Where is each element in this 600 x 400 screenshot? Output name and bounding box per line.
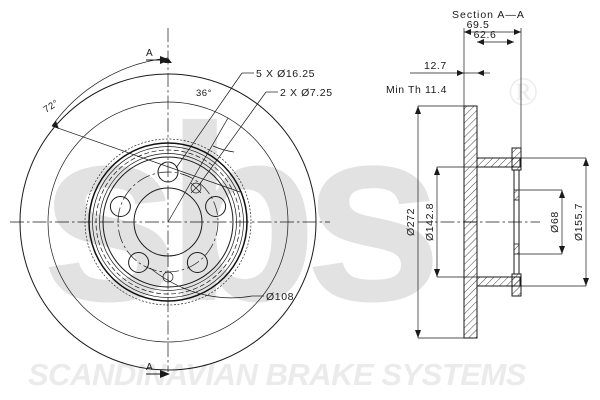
bolt-hole bbox=[109, 196, 131, 217]
callout-leader-bolt-circle bbox=[149, 267, 253, 299]
dim-label-bore-diameter: Ø68 bbox=[549, 211, 561, 233]
angle-arrow-72-end bbox=[52, 121, 59, 129]
section-flange-upper bbox=[511, 147, 522, 171]
hub-ring-hidden bbox=[95, 149, 241, 295]
dim-arrow-1557-b bbox=[583, 278, 589, 286]
dim-label-disc-thickness: 12.7 bbox=[424, 60, 447, 72]
registered-trademark-icon: ® bbox=[508, 69, 538, 114]
section-disc-lower bbox=[463, 221, 478, 339]
section-view-title: Section A—A bbox=[452, 9, 525, 21]
dim-arrow-272-b bbox=[415, 330, 421, 338]
bolt-hole bbox=[186, 252, 208, 273]
angle-label-36: 36° bbox=[196, 88, 212, 99]
dim-arrow-272-t bbox=[415, 106, 421, 114]
dim-arrow-1428-b bbox=[434, 269, 440, 277]
hub-ring-mid-1 bbox=[92, 146, 244, 298]
angle-leader-36a bbox=[167, 117, 229, 223]
watermark-layer: sbs ® SCANDINAVIAN BRAKE SYSTEMS bbox=[28, 69, 538, 392]
callout-label-bolt-holes: 5 X Ø16.25 bbox=[256, 68, 315, 80]
callout-leader-bolt-holes bbox=[175, 72, 243, 169]
section-hub-notch-lower bbox=[513, 243, 520, 255]
bolt-hole bbox=[205, 196, 227, 217]
dim-arrow-695-r bbox=[514, 29, 521, 35]
dim-label-min-thickness: Min Th 11.4 bbox=[386, 84, 447, 96]
callout-label-small-holes: 2 X Ø7.25 bbox=[280, 87, 333, 99]
dim-label-hub-diameter: Ø155.7 bbox=[573, 203, 585, 241]
hub-ring-mid-2 bbox=[99, 153, 237, 291]
callout-label-bolt-circle: Ø108 bbox=[266, 291, 294, 303]
small-hole bbox=[190, 182, 202, 194]
dim-label-inner-diameter: Ø142.8 bbox=[424, 203, 436, 241]
dim-arrow-68-t bbox=[559, 190, 565, 198]
center-bore-circle bbox=[133, 187, 203, 257]
dim-label-overall-width: 69.5 bbox=[467, 19, 490, 31]
front-view-group: 72° 36° 5 X Ø16.25 2 X Ø7.25 Ø108 A bbox=[10, 28, 333, 378]
angle-arc-72 bbox=[51, 57, 169, 127]
disc-outer-circle bbox=[19, 73, 317, 371]
hub-ring-hatched-outer bbox=[84, 138, 252, 306]
bolt-hole bbox=[157, 161, 179, 183]
angle-arc-36 bbox=[212, 145, 235, 153]
callout-leader-small-holes bbox=[198, 91, 267, 186]
dim-arrow-1557-t bbox=[583, 158, 589, 166]
bolt-hole bbox=[128, 252, 150, 273]
dim-arrow-1428-t bbox=[434, 167, 440, 175]
section-flange-lower bbox=[511, 273, 522, 297]
hub-ring-inner bbox=[102, 156, 234, 288]
dim-arrow-695-l bbox=[464, 29, 471, 35]
dim-label-outer-diameter: Ø272 bbox=[405, 208, 417, 236]
dim-arrow-626-r bbox=[507, 39, 514, 45]
section-hub-notch-upper bbox=[513, 189, 520, 201]
dim-arrow-127-l bbox=[457, 70, 464, 76]
section-view-group: Section A—A bbox=[386, 9, 589, 339]
dim-arrow-68-b bbox=[559, 246, 565, 254]
company-tagline: SCANDINAVIAN BRAKE SYSTEMS bbox=[28, 357, 527, 392]
section-mark-bottom-label: A bbox=[146, 362, 153, 373]
section-disc-upper bbox=[463, 105, 478, 223]
angle-leader-72 bbox=[51, 125, 241, 193]
section-mark-bottom-arrow bbox=[160, 370, 170, 378]
disc-friction-ring-outer bbox=[47, 101, 289, 343]
dim-label-inner-width: 62.6 bbox=[474, 29, 497, 41]
sbs-watermark-text: sbs bbox=[40, 74, 433, 353]
section-mark-top-arrow bbox=[160, 56, 170, 64]
dim-arrow-626-l bbox=[477, 39, 484, 45]
section-mark-top-label: A bbox=[146, 48, 153, 59]
hub-ring-outer bbox=[88, 142, 248, 302]
